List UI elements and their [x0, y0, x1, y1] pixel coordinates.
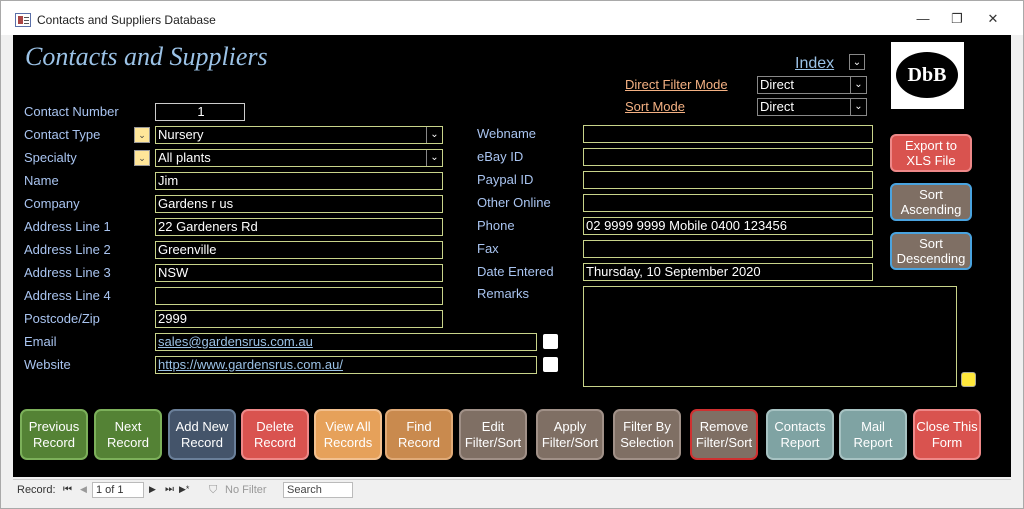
email-field[interactable]: sales@gardensrus.com.au	[155, 333, 537, 351]
index-label[interactable]: Index	[795, 55, 835, 72]
postcode-field[interactable]: 2999	[155, 310, 443, 328]
other-online-label: Other Online	[477, 195, 551, 210]
website-label: Website	[24, 357, 71, 372]
contacts-report-button[interactable]: Contacts Report	[766, 409, 834, 460]
remarks-field[interactable]	[583, 286, 957, 387]
next-record-icon[interactable]: ▶	[149, 484, 156, 494]
delete-record-button[interactable]: Delete Record	[241, 409, 309, 460]
address-line-1-label: Address Line 1	[24, 219, 111, 234]
address-line-4-field[interactable]	[155, 287, 443, 305]
phone-label: Phone	[477, 218, 515, 233]
name-label: Name	[24, 173, 59, 188]
sort-mode-value: Direct	[760, 99, 794, 114]
postcode-label: Postcode/Zip	[24, 311, 100, 326]
form-heading: Contacts and Suppliers	[25, 42, 268, 71]
website-field[interactable]: https://www.gardensrus.com.au/	[155, 356, 537, 374]
date-entered-label: Date Entered	[477, 264, 554, 279]
company-label: Company	[24, 196, 80, 211]
filter-status[interactable]: No Filter	[225, 484, 267, 496]
webname-label: Webname	[477, 126, 537, 141]
contact-type-select[interactable]: Nursery	[155, 126, 443, 144]
ebay-id-label: eBay ID	[477, 149, 524, 164]
remove-filter-sort-button[interactable]: Remove Filter/Sort	[690, 409, 758, 460]
address-line-4-label: Address Line 4	[24, 288, 111, 303]
chevron-down-icon[interactable]: ⌄	[426, 150, 442, 166]
phone-field[interactable]: 02 9999 9999 Mobile 0400 123456	[583, 217, 873, 235]
address-line-2-field[interactable]: Greenville	[155, 241, 443, 259]
sort-mode-label[interactable]: Sort Mode	[625, 99, 685, 114]
contact-number-field[interactable]: 1	[155, 103, 245, 121]
chevron-down-icon[interactable]: ⌄	[850, 77, 866, 93]
remarks-label: Remarks	[477, 286, 530, 301]
view-all-records-button[interactable]: View All Records	[314, 409, 382, 460]
record-label: Record:	[17, 484, 56, 496]
contact-type-label: Contact Type	[24, 127, 101, 142]
minimize-button[interactable]: —	[916, 11, 930, 26]
title-bar: Contacts and Suppliers Database — ❐ ✕	[1, 1, 1023, 35]
company-field[interactable]: Gardens r us	[155, 195, 443, 213]
fax-label: Fax	[477, 241, 499, 256]
record-navigation-bar: Record: ⏮ ◀ 1 of 1 ▶ ⏭ ▶* ⛉ No Filter Se…	[13, 479, 1011, 501]
chevron-down-icon[interactable]: ⌄	[850, 99, 866, 115]
new-record-icon[interactable]: ▶*	[179, 484, 190, 494]
last-record-icon[interactable]: ⏭	[165, 484, 174, 495]
filter-status-icon[interactable]: ⛉	[209, 484, 218, 496]
fax-field[interactable]	[583, 240, 873, 258]
contact-number-label: Contact Number	[24, 104, 119, 119]
address-line-1-field[interactable]: 22 Gardeners Rd	[155, 218, 443, 236]
logo: DbB	[891, 42, 964, 109]
find-record-button[interactable]: Find Record	[385, 409, 453, 460]
logo-text: DbB	[896, 52, 958, 98]
next-record-button[interactable]: Next Record	[94, 409, 162, 460]
close-window-button[interactable]: ✕	[987, 11, 999, 26]
previous-record-button[interactable]: Previous Record	[20, 409, 88, 460]
address-line-3-field[interactable]: NSW	[155, 264, 443, 282]
previous-record-icon[interactable]: ◀	[80, 484, 87, 494]
sort-mode-select[interactable]: Direct	[757, 98, 867, 116]
date-entered-field[interactable]: Thursday, 10 September 2020	[583, 263, 873, 281]
export-xls-button[interactable]: Export to XLS File	[890, 134, 972, 172]
specialty-label: Specialty	[24, 150, 77, 165]
website-button[interactable]	[543, 357, 558, 372]
window-title: Contacts and Suppliers Database	[37, 13, 216, 27]
ebay-id-field[interactable]	[583, 148, 873, 166]
record-position-field[interactable]: 1 of 1	[92, 482, 144, 498]
search-input[interactable]: Search	[283, 482, 353, 498]
other-online-field[interactable]	[583, 194, 873, 212]
email-button[interactable]	[543, 334, 558, 349]
address-line-3-label: Address Line 3	[24, 265, 111, 280]
email-label: Email	[24, 334, 57, 349]
edit-contact-type-icon[interactable]: ⌄	[134, 127, 150, 143]
specialty-select[interactable]: All plants	[155, 149, 443, 167]
webname-field[interactable]	[583, 125, 873, 143]
direct-filter-mode-value: Direct	[760, 77, 794, 92]
paypal-id-field[interactable]	[583, 171, 873, 189]
direct-filter-mode-label[interactable]: Direct Filter Mode	[625, 77, 728, 92]
direct-filter-mode-select[interactable]: Direct	[757, 76, 867, 94]
sort-ascending-button[interactable]: Sort Ascending	[890, 183, 972, 221]
edit-filter-sort-button[interactable]: Edit Filter/Sort	[459, 409, 527, 460]
paypal-id-label: Paypal ID	[477, 172, 534, 187]
mail-report-button[interactable]: Mail Report	[839, 409, 907, 460]
index-dropdown-icon[interactable]: ⌄	[849, 54, 865, 70]
contacts-form: Contacts and Suppliers Index ⌄ Direct Fi…	[13, 35, 1011, 477]
first-record-icon[interactable]: ⏮	[63, 484, 72, 495]
name-field[interactable]: Jim	[155, 172, 443, 190]
sort-descending-button[interactable]: Sort Descending	[890, 232, 972, 270]
apply-filter-sort-button[interactable]: Apply Filter/Sort	[536, 409, 604, 460]
restore-button[interactable]: ❐	[951, 11, 963, 26]
address-line-2-label: Address Line 2	[24, 242, 111, 257]
add-new-record-button[interactable]: Add New Record	[168, 409, 236, 460]
edit-specialty-icon[interactable]: ⌄	[134, 150, 150, 166]
database-form-icon	[15, 13, 31, 27]
chevron-down-icon[interactable]: ⌄	[426, 127, 442, 143]
remarks-zoom-button[interactable]	[961, 372, 976, 387]
filter-by-selection-button[interactable]: Filter By Selection	[613, 409, 681, 460]
close-form-button[interactable]: Close This Form	[913, 409, 981, 460]
